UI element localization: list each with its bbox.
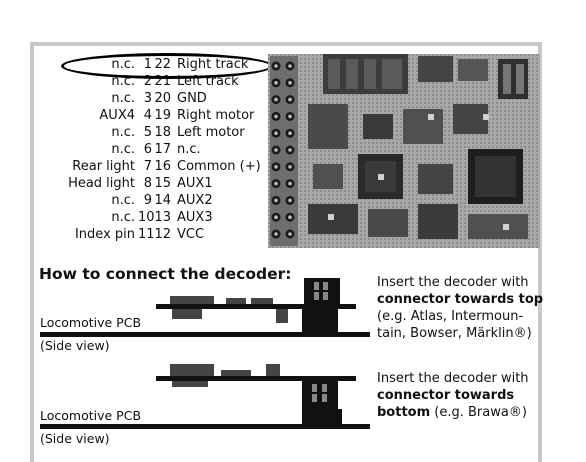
pcb-label-top: Locomotive PCB [40,315,142,330]
pin-left-number: 9 [143,193,152,208]
pin-right-number: 14 [154,193,171,208]
pin-left-number: 3 [143,91,152,106]
pin-right-name: AUX2 [177,193,213,208]
pin-left-name: n.c. [111,193,135,208]
pin-right-name: GND [177,91,207,106]
highlight-ellipse [61,53,273,79]
side-view-label-bottom: (Side view) [40,431,110,446]
section-heading: How to connect the decoder: [39,265,292,283]
pin-left-name: AUX4 [99,108,135,123]
pin-left-number: 10 [138,210,155,225]
pin-left-number: 6 [143,142,152,157]
pin-right-name: VCC [177,227,205,242]
pin-right-name: Left motor [177,125,245,140]
instruction-top: Insert the decoder with connector toward… [377,275,544,341]
pin-left-number: 7 [143,159,152,174]
page-frame [30,42,542,462]
pin-left-number: 2 [143,74,152,89]
pin-left-name: n.c. [111,91,135,106]
pin-right-name: n.c. [177,142,201,157]
side-view-diagram-top [40,278,370,337]
pin-left-number: 4 [143,108,152,123]
pin-left-name: n.c. [111,142,135,157]
instruction-bottom: Insert the decoder with connector toward… [377,371,529,420]
decoder-pcb-photo [268,54,540,248]
pin-right-name: AUX3 [177,210,213,225]
pin-right-name: Common (+) [177,159,261,174]
pin-left-name: Index pin [74,227,135,242]
pin-right-name: AUX1 [177,176,213,191]
pin-right-number: 17 [154,142,171,157]
pin-left-number: 11 [138,227,155,242]
pin-right-name: Right motor [177,108,255,123]
pin-left-name: n.c. [111,210,135,225]
pin-right-number: 16 [154,159,171,174]
pin-left-name: Head light [68,176,135,191]
pin-left-number: 5 [143,125,152,140]
pin-right-number: 12 [154,227,171,242]
side-view-label-top: (Side view) [40,338,110,353]
pin-right-number: 19 [154,108,171,123]
pin-right-number: 18 [154,125,171,140]
pin-left-number: 8 [143,176,152,191]
pin-right-number: 13 [154,210,171,225]
pin-right-number: 15 [154,176,171,191]
pin-left-name: Rear light [72,159,135,174]
pcb-label-bottom: Locomotive PCB [40,408,142,423]
side-view-diagram-bottom [40,364,370,429]
pin-right-number: 20 [154,91,171,106]
pin-left-name: n.c. [111,125,135,140]
